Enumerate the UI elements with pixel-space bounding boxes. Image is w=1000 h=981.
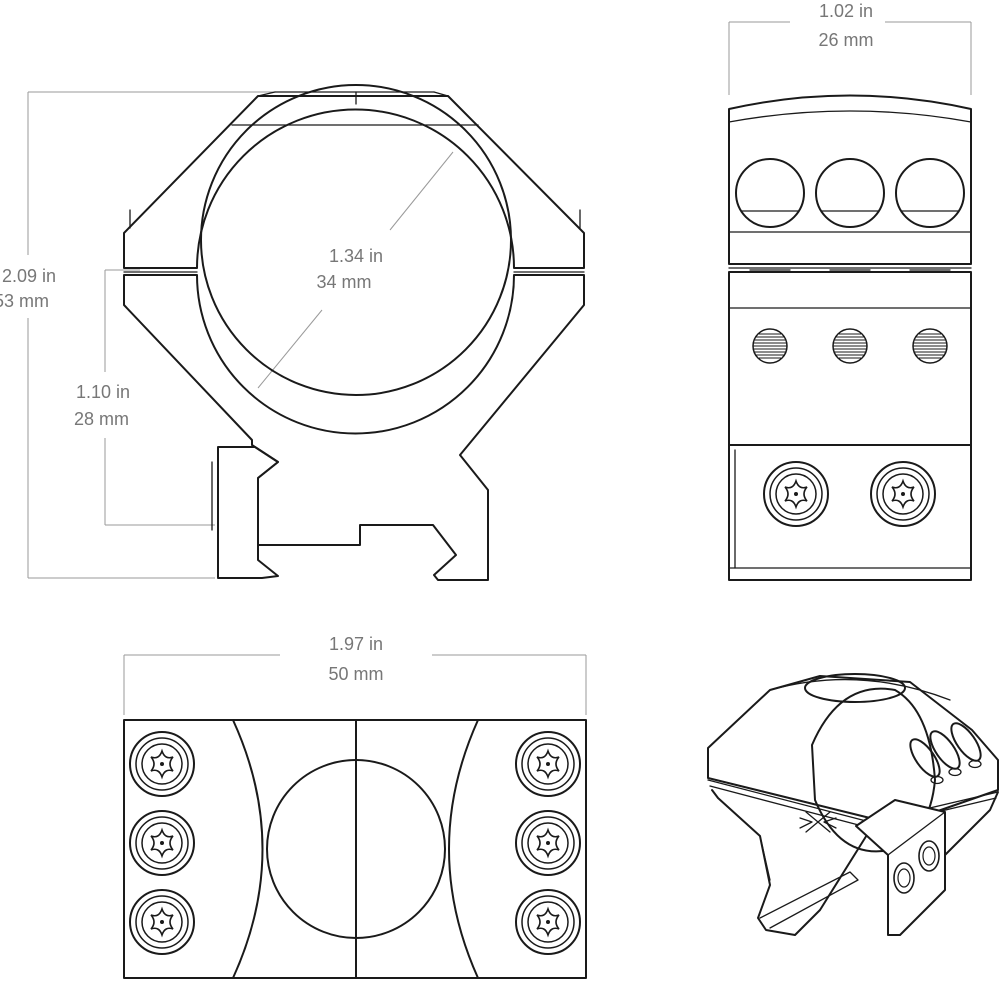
- iso-split-line-1: [707, 779, 999, 823]
- cap-screw-3: [129, 889, 195, 955]
- cap-top-corner-right: [433, 91, 449, 97]
- recoil-clamp-jaw: [217, 446, 279, 579]
- cap-screw-2: [129, 810, 195, 876]
- iso-clamp-edge: [887, 811, 946, 856]
- cap-screw-5: [515, 810, 581, 876]
- grub-screw-1: [752, 328, 788, 364]
- cap-screw-1: [129, 731, 195, 797]
- front-view: 1.34 in 34 mm 2.09 in 53 mm 1.10 in 28 m…: [0, 84, 585, 581]
- iso-bore: [811, 687, 936, 853]
- height-mm: 53 mm: [0, 291, 49, 311]
- tube-bore: [200, 84, 512, 396]
- center-height-inch: 1.10 in: [76, 382, 130, 402]
- cap-screw-4: [515, 731, 581, 797]
- side-window-1: [735, 158, 805, 228]
- top-contour-left: [232, 719, 264, 979]
- iso-top-window: [804, 673, 906, 703]
- side-window-2: [815, 158, 885, 228]
- tube-diameter-inch: 1.34 in: [329, 246, 383, 266]
- width-inch: 1.02 in: [819, 1, 873, 21]
- length-mm: 50 mm: [328, 664, 383, 684]
- iso-window-3: [950, 722, 982, 762]
- iso-cap-facet: [769, 678, 951, 701]
- length-inch: 1.97 in: [329, 634, 383, 654]
- grub-screw-3: [912, 328, 948, 364]
- top-contour-right: [448, 719, 479, 979]
- clamp-screw-2: [870, 461, 936, 527]
- cap-screw-6: [515, 889, 581, 955]
- top-bore-window: [266, 759, 446, 939]
- width-mm: 26 mm: [818, 30, 873, 50]
- height-inch: 2.09 in: [2, 266, 56, 286]
- side-cap: [728, 94, 972, 265]
- top-view: 1.97 in 50 mm: [123, 634, 587, 979]
- brand-logo-icon: [799, 811, 837, 833]
- iso-lower-left: [711, 789, 871, 936]
- diameter-line-upper: [389, 151, 454, 231]
- iso-rail-slot: [759, 871, 859, 929]
- tube-diameter-mm: 34 mm: [316, 272, 371, 292]
- side-view: 1.02 in 26 mm: [728, 1, 972, 581]
- cap-top-corner-left: [257, 91, 276, 97]
- ring-top-cap: [123, 95, 585, 269]
- iso-clamp-screw-1: [893, 862, 915, 894]
- iso-window-2: [929, 730, 961, 770]
- side-lower-body: [728, 271, 972, 581]
- iso-grub-1: [930, 775, 944, 785]
- iso-grub-2: [948, 767, 962, 777]
- clamp-screw-1: [763, 461, 829, 527]
- center-height-mm: 28 mm: [74, 409, 129, 429]
- side-cap-contour: [728, 110, 972, 123]
- isometric-view: [707, 673, 999, 936]
- grub-screw-2: [832, 328, 868, 364]
- iso-clamp-screw-2: [918, 840, 940, 872]
- ring-lower-body: [123, 274, 585, 581]
- iso-lower-facet: [759, 835, 771, 881]
- diameter-line-lower: [257, 309, 323, 389]
- iso-grub-3: [968, 759, 982, 769]
- side-window-3: [895, 158, 965, 228]
